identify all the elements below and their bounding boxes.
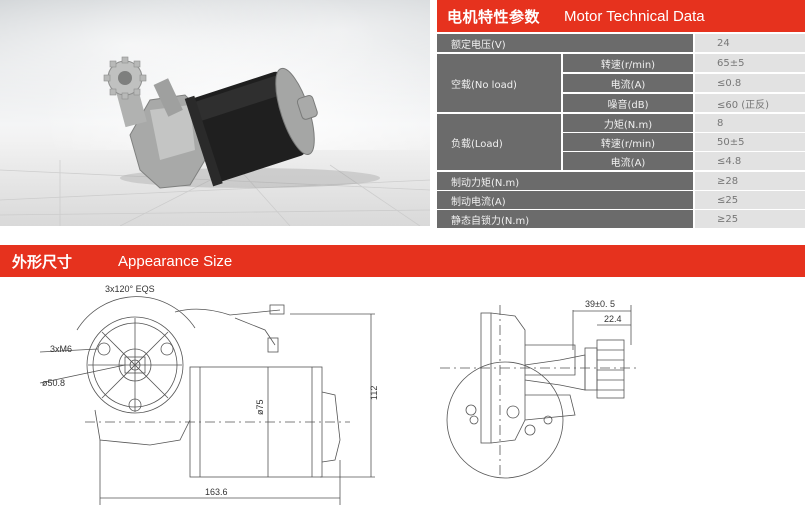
load-speed-label: 转速(r/min) [563,133,693,151]
technical-data-title-cn: 电机特性参数 [447,7,541,26]
table-row-no-load-noise: 噪音(dB) ≤60 (正反) [563,94,805,112]
table-row-load-torque: 力矩(N.m) 8 [563,114,805,132]
technical-data-table: 电机特性参数 Motor Technical Data 额定电压(V) 24 空… [437,0,805,228]
dim-height: 112 [369,386,379,400]
braking-current-label: 制动电流(A) [437,191,693,209]
rated-voltage-value: 24 [695,34,805,52]
side-view-drawing [440,305,640,479]
dim-length: 163.6 [205,487,228,497]
motor-image [0,56,430,226]
table-row-static-self-lock: 静态自锁力(N.m) ≥25 [437,210,805,228]
table-row-no-load-speed: 转速(r/min) 65±5 [563,54,805,72]
no-load-current-value: ≤0.8 [695,74,805,92]
load-current-label: 电流(A) [563,152,693,170]
product-photo [0,0,430,226]
table-row-braking-torque: 制动力矩(N.m) ≥28 [437,172,805,190]
no-load-noise-label: 噪音(dB) [563,94,693,112]
static-self-lock-value: ≥25 [695,210,805,228]
appearance-title-cn: 外形尺寸 [12,252,73,271]
braking-current-value: ≤25 [695,191,805,209]
front-view-drawing: 3x120° EQS 3xM6 ø50.8 163.6 ø75 112 [39,284,640,505]
dim-bolt-pattern: 3x120° EQS [105,284,155,294]
dim-gear-length: 22.4 [604,314,622,324]
rated-voltage-label: 额定电压(V) [437,34,693,52]
dim-holes: 3xM6 [50,344,72,354]
no-load-speed-label: 转速(r/min) [563,54,693,72]
dim-shaft-offset: 39±0. 5 [585,299,615,309]
load-torque-value: 8 [695,114,805,132]
no-load-noise-value: ≤60 (正反) [695,94,805,112]
technical-data-header: 电机特性参数 Motor Technical Data [437,0,805,32]
load-current-value: ≤4.8 [695,152,805,170]
dim-pcd: ø50.8 [42,378,65,388]
no-load-label: 空载(No load) [437,54,561,112]
table-row-load-speed: 转速(r/min) 50±5 [563,133,805,151]
table-row-load-current: 电流(A) ≤4.8 [563,152,805,170]
appearance-title-en: Appearance Size [118,252,233,270]
braking-torque-label: 制动力矩(N.m) [437,172,693,190]
braking-torque-value: ≥28 [695,172,805,190]
technical-data-title-en: Motor Technical Data [564,7,705,25]
load-speed-value: 50±5 [695,133,805,151]
static-self-lock-label: 静态自锁力(N.m) [437,210,693,228]
table-row-no-load-current: 电流(A) ≤0.8 [563,74,805,92]
no-load-current-label: 电流(A) [563,74,693,92]
no-load-speed-value: 65±5 [695,54,805,72]
load-label: 负载(Load) [437,114,561,170]
dimension-drawings: 3x120° EQS 3xM6 ø50.8 163.6 ø75 112 [0,280,805,528]
appearance-size-header: 外形尺寸 Appearance Size [0,245,805,277]
dim-motor-diameter: ø75 [255,399,265,415]
load-torque-label: 力矩(N.m) [563,114,693,132]
table-row-braking-current: 制动电流(A) ≤25 [437,191,805,209]
table-row-rated-voltage: 额定电压(V) 24 [437,34,805,52]
